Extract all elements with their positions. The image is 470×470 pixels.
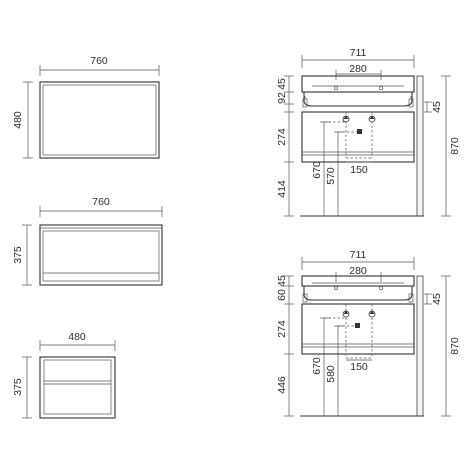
dim-total-height-label: 870 bbox=[449, 337, 461, 355]
cabinet-outline bbox=[39, 81, 160, 159]
section-lower: 711 280 60 45 274 446 670 580 45 bbox=[276, 249, 461, 417]
inlet-icon bbox=[357, 129, 362, 134]
trap-icon bbox=[368, 115, 376, 123]
cabinet-side-outline bbox=[39, 356, 116, 419]
dim-drain-spacing-label: 150 bbox=[350, 164, 368, 176]
dim-basin-width-label: 711 bbox=[350, 249, 367, 261]
inlet-icon bbox=[355, 323, 360, 328]
side-panel bbox=[43, 359, 112, 415]
dim-rim-b-label: 45 bbox=[276, 275, 288, 287]
wall-section bbox=[416, 75, 424, 217]
view-front: 760 375 bbox=[12, 196, 163, 286]
dim-rim-b-label: 45 bbox=[276, 78, 288, 90]
dim-width-label: 760 bbox=[90, 55, 108, 67]
basin-bowl bbox=[303, 286, 413, 301]
trap-icon bbox=[342, 310, 350, 318]
dim-basin-width-label: 711 bbox=[350, 47, 367, 59]
dim-cabinet-height-label: 274 bbox=[276, 128, 288, 146]
dim-rim-a-label: 92 bbox=[276, 92, 288, 104]
basin-bowl bbox=[303, 92, 413, 107]
dim-height-label: 480 bbox=[12, 111, 24, 129]
tap-hole-left bbox=[334, 286, 338, 290]
cabinet-section bbox=[301, 111, 415, 163]
drawer-front bbox=[42, 230, 160, 282]
dim-drain-b-label: 580 bbox=[325, 365, 337, 383]
section-upper: 711 280 92 45 274 414 670 570 bbox=[276, 47, 461, 217]
trap-icon bbox=[368, 310, 376, 318]
basin-rim bbox=[301, 75, 415, 93]
dim-drain-b-label: 570 bbox=[325, 167, 337, 185]
bracket-right bbox=[408, 293, 414, 303]
dim-rim-a-label: 60 bbox=[276, 289, 288, 301]
tap-hole-right bbox=[379, 286, 383, 290]
tap-hole-left bbox=[334, 86, 338, 90]
basin-rim bbox=[301, 275, 415, 287]
dim-cabinet-height-label: 274 bbox=[276, 320, 288, 338]
dim-tap-spacing-label: 280 bbox=[349, 63, 367, 75]
dim-height-label: 375 bbox=[12, 378, 24, 396]
dim-drain-spacing-label: 150 bbox=[350, 361, 368, 373]
dim-bracket-label: 45 bbox=[431, 293, 443, 305]
wall-section bbox=[416, 275, 424, 417]
dim-bracket-label: 45 bbox=[431, 101, 443, 113]
dim-tap-spacing-label: 280 bbox=[349, 265, 367, 277]
bracket-left bbox=[302, 293, 308, 303]
dim-height-label: 375 bbox=[12, 246, 24, 264]
dim-width-label: 760 bbox=[92, 196, 110, 208]
dim-drain-a-label: 670 bbox=[311, 161, 323, 179]
dim-depth-label: 480 bbox=[68, 331, 86, 343]
dim-floor-clear-label: 446 bbox=[276, 376, 288, 394]
cabinet-section bbox=[301, 303, 415, 355]
view-side: 480 375 bbox=[12, 331, 116, 419]
trap-icon bbox=[342, 115, 350, 123]
cabinet-panel bbox=[42, 84, 157, 156]
cabinet-front-outline bbox=[39, 224, 163, 286]
view-top-front: 760 480 bbox=[12, 55, 160, 159]
dim-floor-clear-label: 414 bbox=[276, 180, 288, 198]
dim-drain-a-label: 670 bbox=[311, 357, 323, 375]
tap-hole-right bbox=[379, 86, 383, 90]
dim-total-height-label: 870 bbox=[449, 137, 461, 155]
